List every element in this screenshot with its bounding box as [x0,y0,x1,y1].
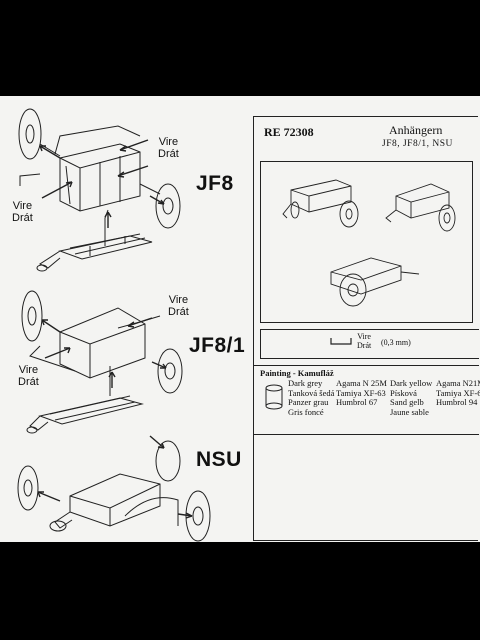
kit-subtitle: JF8, JF8/1, NSU [382,139,453,149]
nsu-drawing [17,465,211,542]
model-label-nsu: NSU [196,448,242,471]
paint-tin-icon [265,384,283,410]
preview-jf8 [282,179,359,228]
jf8-drawing [18,108,181,272]
nsu-arrows [37,491,193,519]
wire-shape-icon [330,338,352,345]
kit-title: Anhängern [389,123,443,137]
model-label-jf81: JF8/1 [189,334,246,357]
jf81-arrows [41,317,167,449]
preview-nsu [330,257,420,307]
preview-jf81 [385,183,456,232]
kit-code: RE 72308 [264,125,314,139]
jf8-arrows [39,139,165,228]
preview-box [260,161,473,323]
wire-legend-size: (0,3 mm) [381,338,411,347]
trailer-preview-illustrations [282,179,456,307]
painting-heading: Painting - Kamufláž [260,368,334,378]
info-panel: RE 72308 Anhängern JF8, JF8/1, NSU [253,116,480,541]
model-label-jf8: JF8 [196,172,234,195]
assembly-drawings [17,108,211,542]
